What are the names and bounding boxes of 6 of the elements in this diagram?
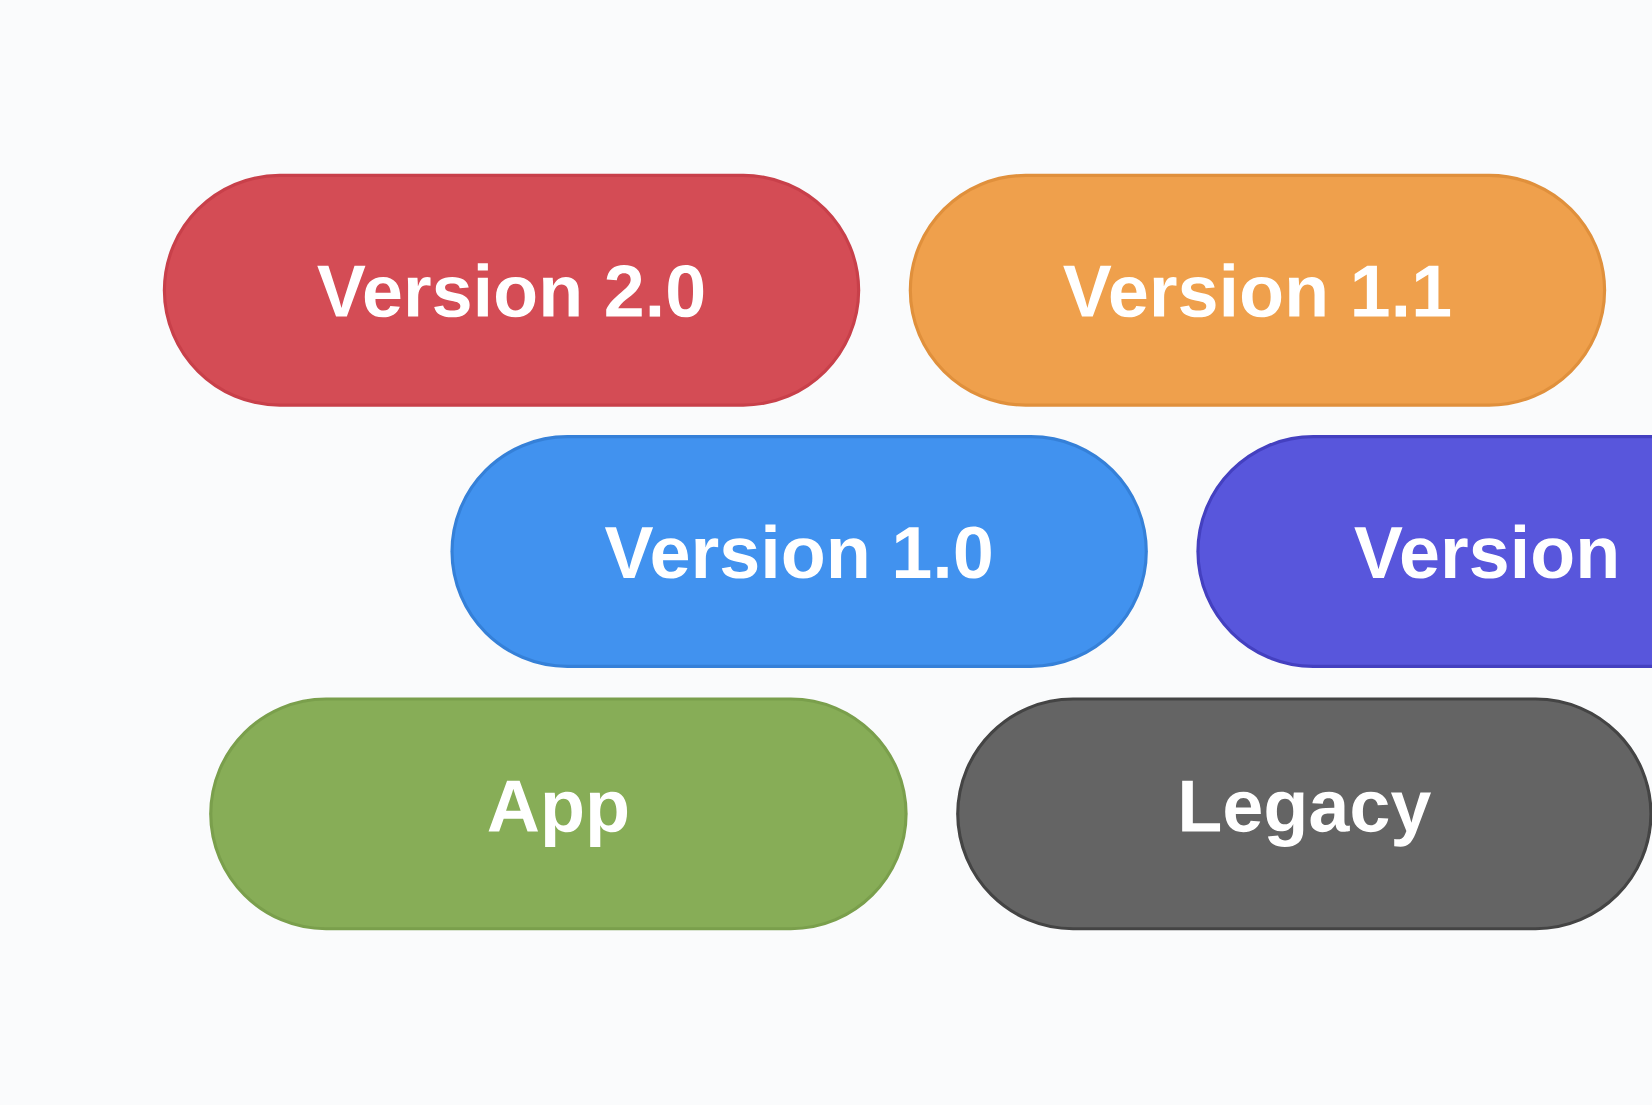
pill-button: Legacy [956,697,1652,931]
pill-button: Version [1196,435,1652,668]
pill-button: App [209,697,908,931]
pill-button: Version 2.0 [162,173,861,407]
pill-button: Version 1.1 [908,173,1607,407]
pill-button: Version 1.0 [450,435,1148,668]
